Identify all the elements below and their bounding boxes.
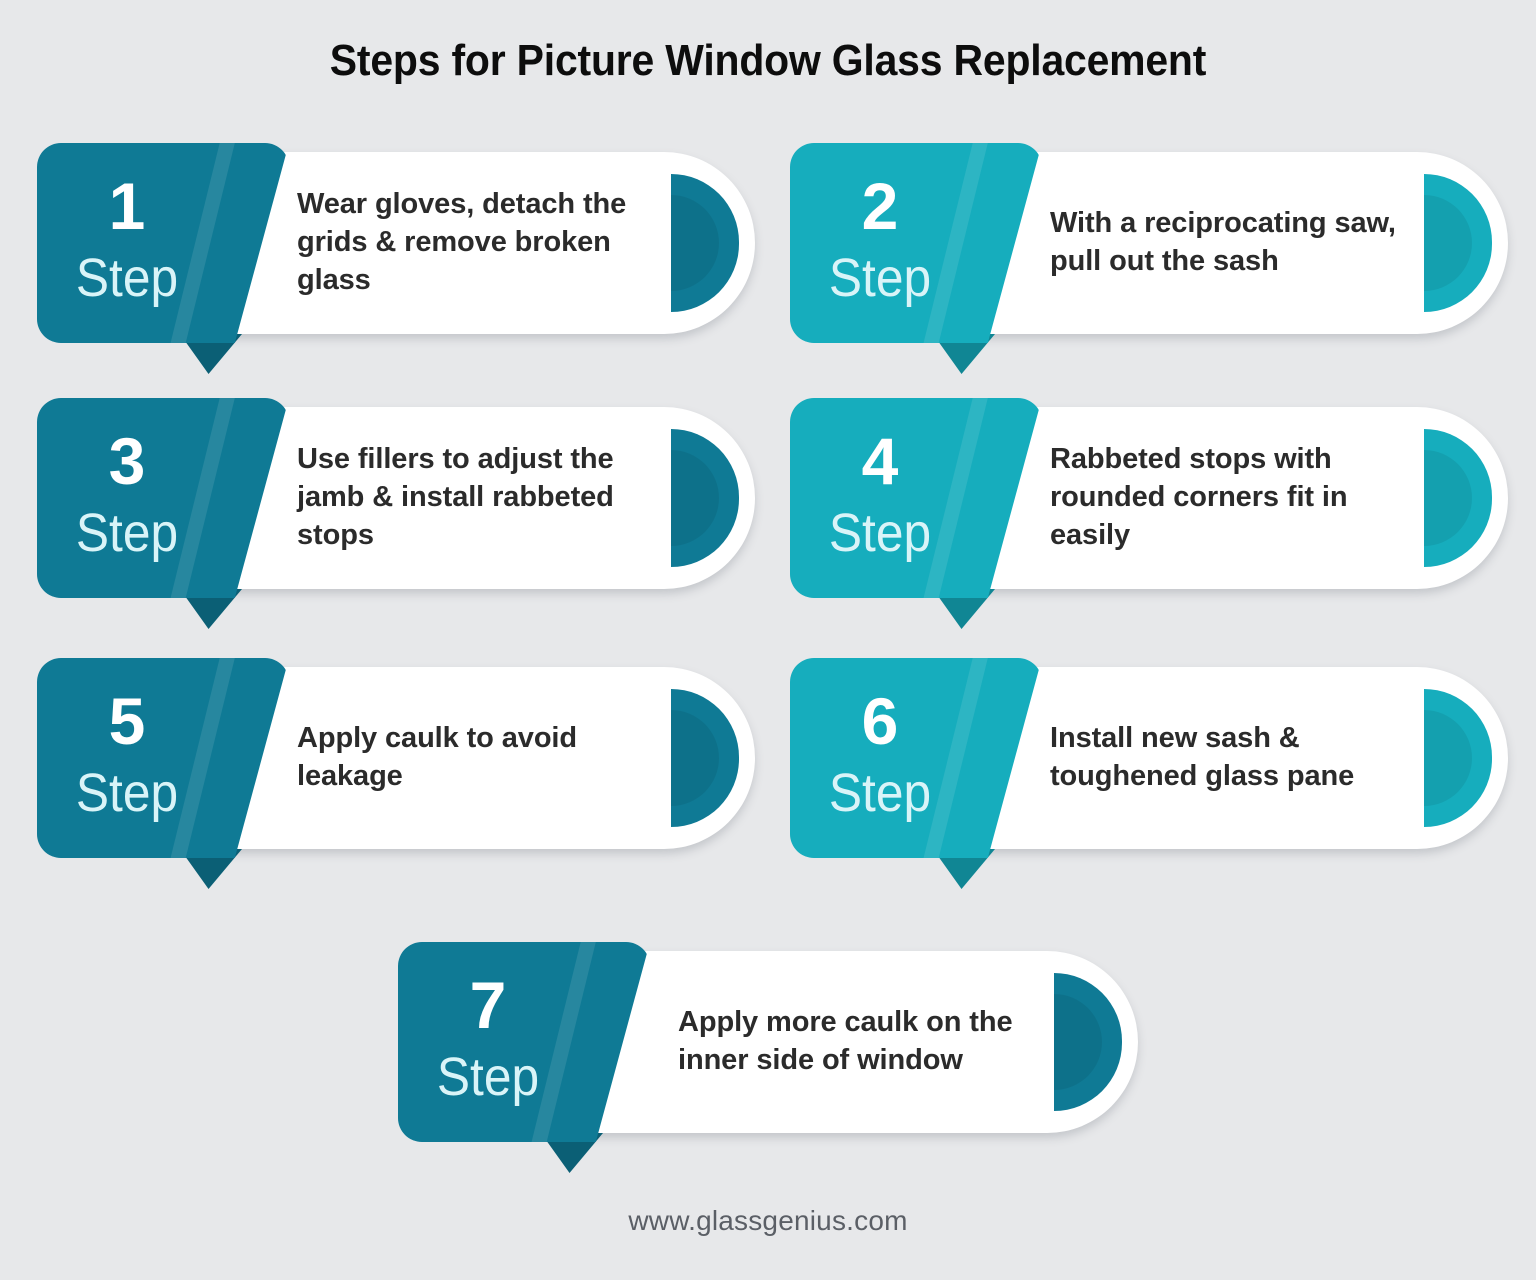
half-circle-cap-icon [671, 174, 739, 312]
step-word-label: Step [75, 763, 179, 823]
step-description: Apply more caulk on the inner side of wi… [678, 1006, 1013, 1076]
step-card-body: Use fillers to adjust the jamb & install… [189, 407, 755, 589]
step-card-body: With a reciprocating saw, pull out the s… [942, 152, 1508, 334]
step-card-2[interactable]: With a reciprocating saw, pull out the s… [790, 143, 1508, 374]
step-card-3[interactable]: Use fillers to adjust the jamb & install… [37, 398, 755, 629]
step-card-7[interactable]: Apply more caulk on the inner side of wi… [398, 942, 1138, 1173]
step-number: 7 [469, 968, 507, 1042]
footer-website-url: www.glassgenius.com [628, 1205, 908, 1236]
step-number: 2 [861, 169, 899, 243]
page-title: Steps for Picture Window Glass Replaceme… [329, 36, 1207, 85]
half-circle-cap-icon [1424, 689, 1492, 827]
step-word-label: Step [75, 503, 179, 563]
step-word-label: Step [828, 248, 932, 308]
step-word-label: Step [828, 763, 932, 823]
step-word-label: Step [436, 1047, 540, 1107]
step-description: Wear gloves, detach the grids & remove b… [297, 188, 627, 296]
step-word-label: Step [75, 248, 179, 308]
step-card-body: Rabbeted stops with rounded corners fit … [942, 407, 1508, 589]
step-card-4[interactable]: Rabbeted stops with rounded corners fit … [790, 398, 1508, 629]
step-card-body: Wear gloves, detach the grids & remove b… [189, 152, 755, 334]
half-circle-cap-icon [671, 689, 739, 827]
step-card-body: Install new sash & toughened glass pane [942, 667, 1508, 849]
step-card-body: Apply caulk to avoid leakage [189, 667, 755, 849]
step-number: 3 [108, 424, 146, 498]
step-description: Install new sash & toughened glass pane [1050, 722, 1355, 792]
step-description: Apply caulk to avoid leakage [297, 722, 577, 792]
step-word-label: Step [828, 503, 932, 563]
step-description: Rabbeted stops with rounded corners fit … [1050, 443, 1348, 551]
step-card-1[interactable]: Wear gloves, detach the grids & remove b… [37, 143, 755, 374]
half-circle-cap-icon [1424, 429, 1492, 567]
step-description: Use fillers to adjust the jamb & install… [297, 443, 614, 551]
step-number: 5 [108, 684, 146, 758]
step-number: 6 [861, 684, 899, 758]
half-circle-cap-icon [671, 429, 739, 567]
step-card-body: Apply more caulk on the inner side of wi… [550, 951, 1138, 1133]
step-number: 4 [861, 424, 899, 498]
step-description: With a reciprocating saw, pull out the s… [1050, 207, 1396, 277]
half-circle-cap-icon [1424, 174, 1492, 312]
half-circle-cap-icon [1054, 973, 1122, 1111]
step-number: 1 [108, 169, 146, 243]
